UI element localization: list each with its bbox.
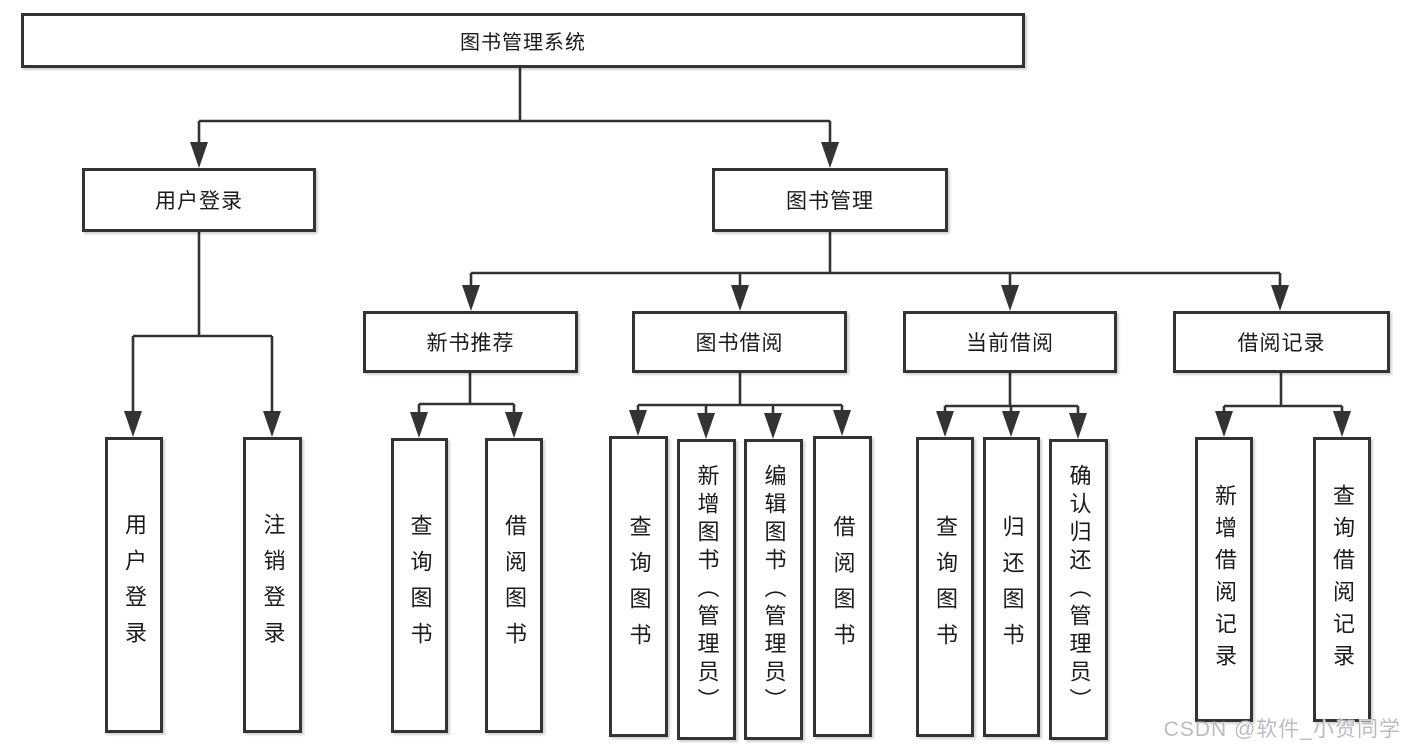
node-book-borrowing: 图书借阅 [632, 311, 847, 373]
node-book-management: 图书管理 [712, 168, 948, 232]
leaf-query-books-current: 查询图书 [916, 437, 974, 737]
arrowheads [124, 142, 1351, 439]
node-new-book-recommend: 新书推荐 [363, 311, 578, 373]
leaf-user-login: 用户登录 [105, 437, 163, 733]
csdn-watermark: CSDN @软件_小贺同学 [1163, 718, 1401, 741]
node-user-login: 用户登录 [82, 168, 316, 232]
leaf-query-books-borrow: 查询图书 [609, 436, 668, 737]
leaf-query-borrow-record: 查询借阅记录 [1313, 437, 1371, 722]
leaf-return-books: 归还图书 [983, 437, 1040, 737]
leaf-confirm-return-admin: 确认归还（管理员） [1049, 439, 1108, 740]
leaf-query-books-recommend: 查询图书 [391, 438, 448, 733]
leaf-logout: 注销登录 [243, 437, 302, 733]
leaf-edit-books-admin: 编辑图书（管理员） [744, 439, 803, 740]
leaf-borrow-books-recommend: 借阅图书 [485, 438, 543, 733]
node-borrowing-records: 借阅记录 [1173, 311, 1390, 373]
node-library-management-system: 图书管理系统 [21, 13, 1025, 68]
leaf-borrow-books: 借阅图书 [813, 436, 872, 737]
node-current-borrowing: 当前借阅 [903, 311, 1117, 373]
leaf-add-borrow-record: 新增借阅记录 [1195, 437, 1253, 722]
leaf-add-books-admin: 新增图书（管理员） [677, 439, 736, 740]
